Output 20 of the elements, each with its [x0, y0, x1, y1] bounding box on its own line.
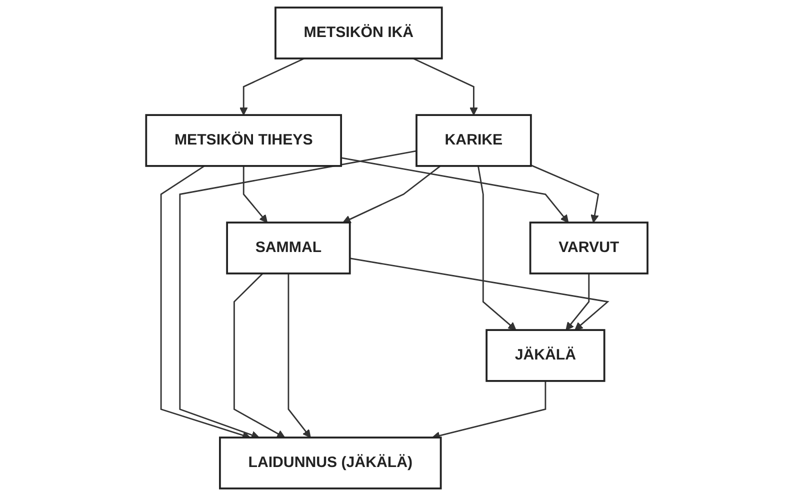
node-box: KARIKE [415, 114, 532, 167]
node-box: VARVUT [529, 222, 648, 274]
arrow [287, 273, 311, 438]
arrow [342, 165, 441, 224]
arrow [178, 150, 416, 439]
arrow [160, 165, 250, 440]
node-box: LAIDUNNUS (JÄKÄLÄ) [218, 436, 442, 490]
arrow [477, 166, 516, 330]
node-box: SAMMAL [226, 222, 350, 274]
arrow [412, 58, 478, 116]
arrow [565, 273, 590, 330]
node-box: JÄKÄLÄ [485, 329, 605, 382]
arrow [242, 166, 268, 223]
arrow [233, 272, 285, 438]
arrow [530, 164, 599, 223]
arrow [349, 258, 610, 330]
node-box: METSIKÖN IKÄ [274, 6, 442, 60]
arrow [239, 58, 304, 116]
node-box: METSIKÖN TIHEYS [144, 114, 342, 167]
arrow [340, 157, 568, 223]
